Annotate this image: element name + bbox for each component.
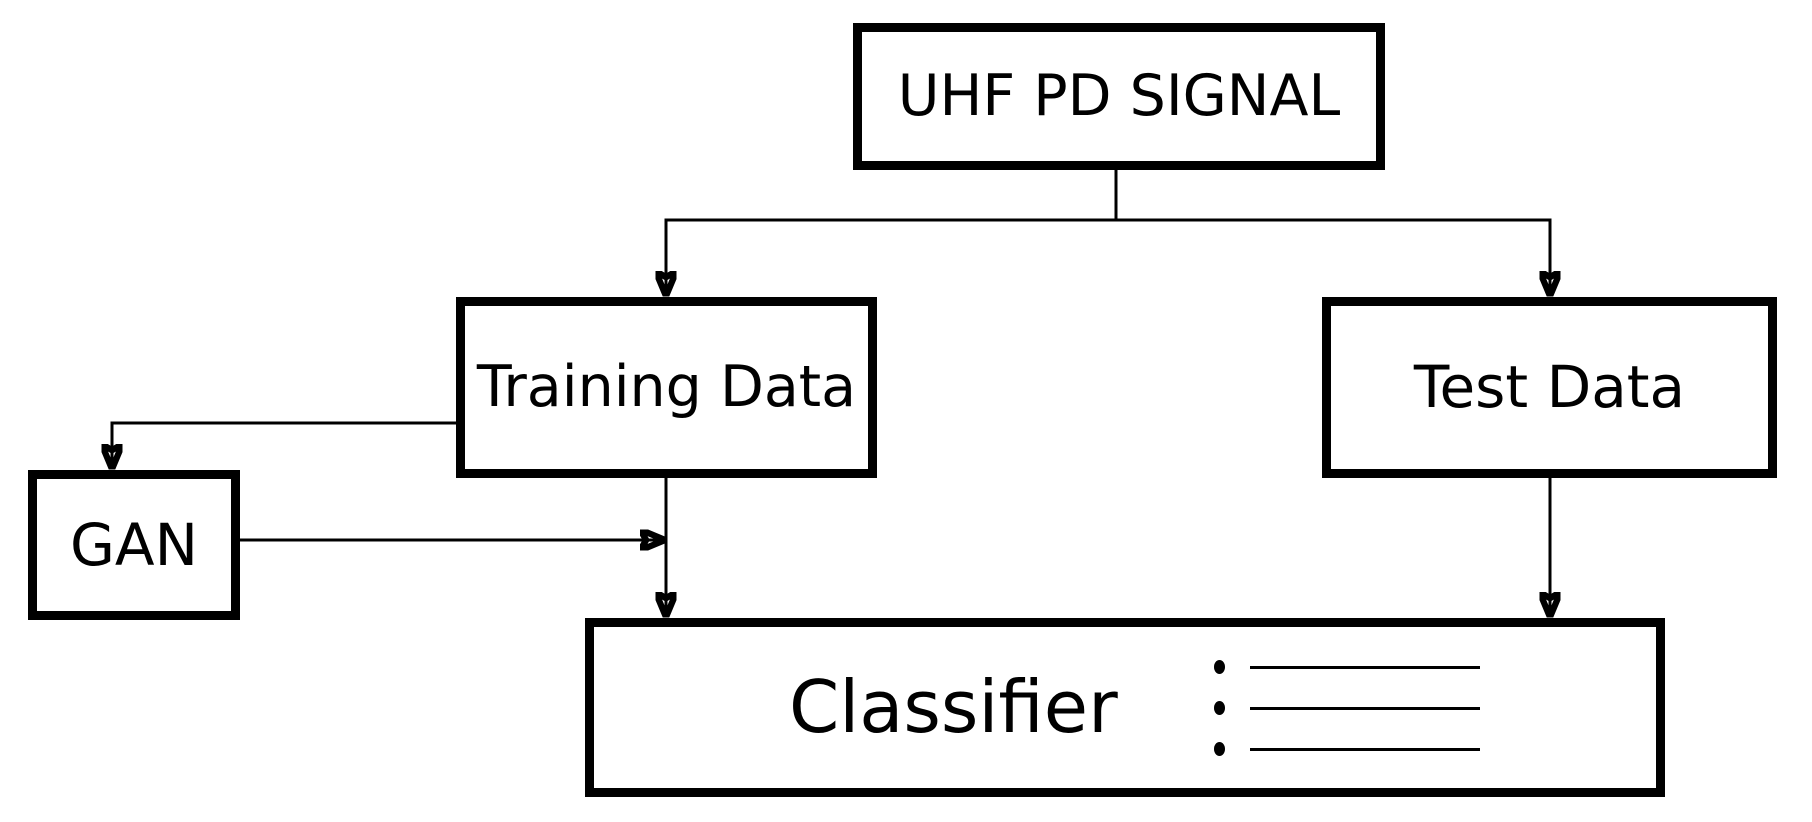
bullet-dot-icon bbox=[1214, 742, 1225, 756]
bullet-line bbox=[1250, 747, 1480, 751]
classifier-output-list bbox=[1214, 660, 1480, 756]
node-label: UHF PD SIGNAL bbox=[897, 62, 1341, 129]
classifier-list-row bbox=[1214, 701, 1480, 715]
node-test-data: Test Data bbox=[1322, 297, 1777, 478]
node-gan: GAN bbox=[28, 470, 240, 620]
node-training-data: Training Data bbox=[456, 297, 877, 478]
classifier-list-row bbox=[1214, 742, 1480, 756]
classifier-list-row bbox=[1214, 660, 1480, 674]
bullet-dot-icon bbox=[1214, 701, 1225, 715]
edge-training-to-gan-arrow bbox=[112, 421, 458, 467]
node-label: Test Data bbox=[1413, 353, 1686, 422]
node-label: Classifier bbox=[789, 664, 1118, 749]
node-classifier: Classifier bbox=[585, 618, 1665, 797]
bullet-dot-icon bbox=[1214, 660, 1225, 674]
node-label: Training Data bbox=[476, 353, 857, 420]
bullet-line bbox=[1250, 706, 1480, 710]
node-label: GAN bbox=[69, 510, 198, 579]
bullet-line bbox=[1250, 665, 1480, 669]
node-uhf-pd-signal: UHF PD SIGNAL bbox=[853, 23, 1385, 170]
